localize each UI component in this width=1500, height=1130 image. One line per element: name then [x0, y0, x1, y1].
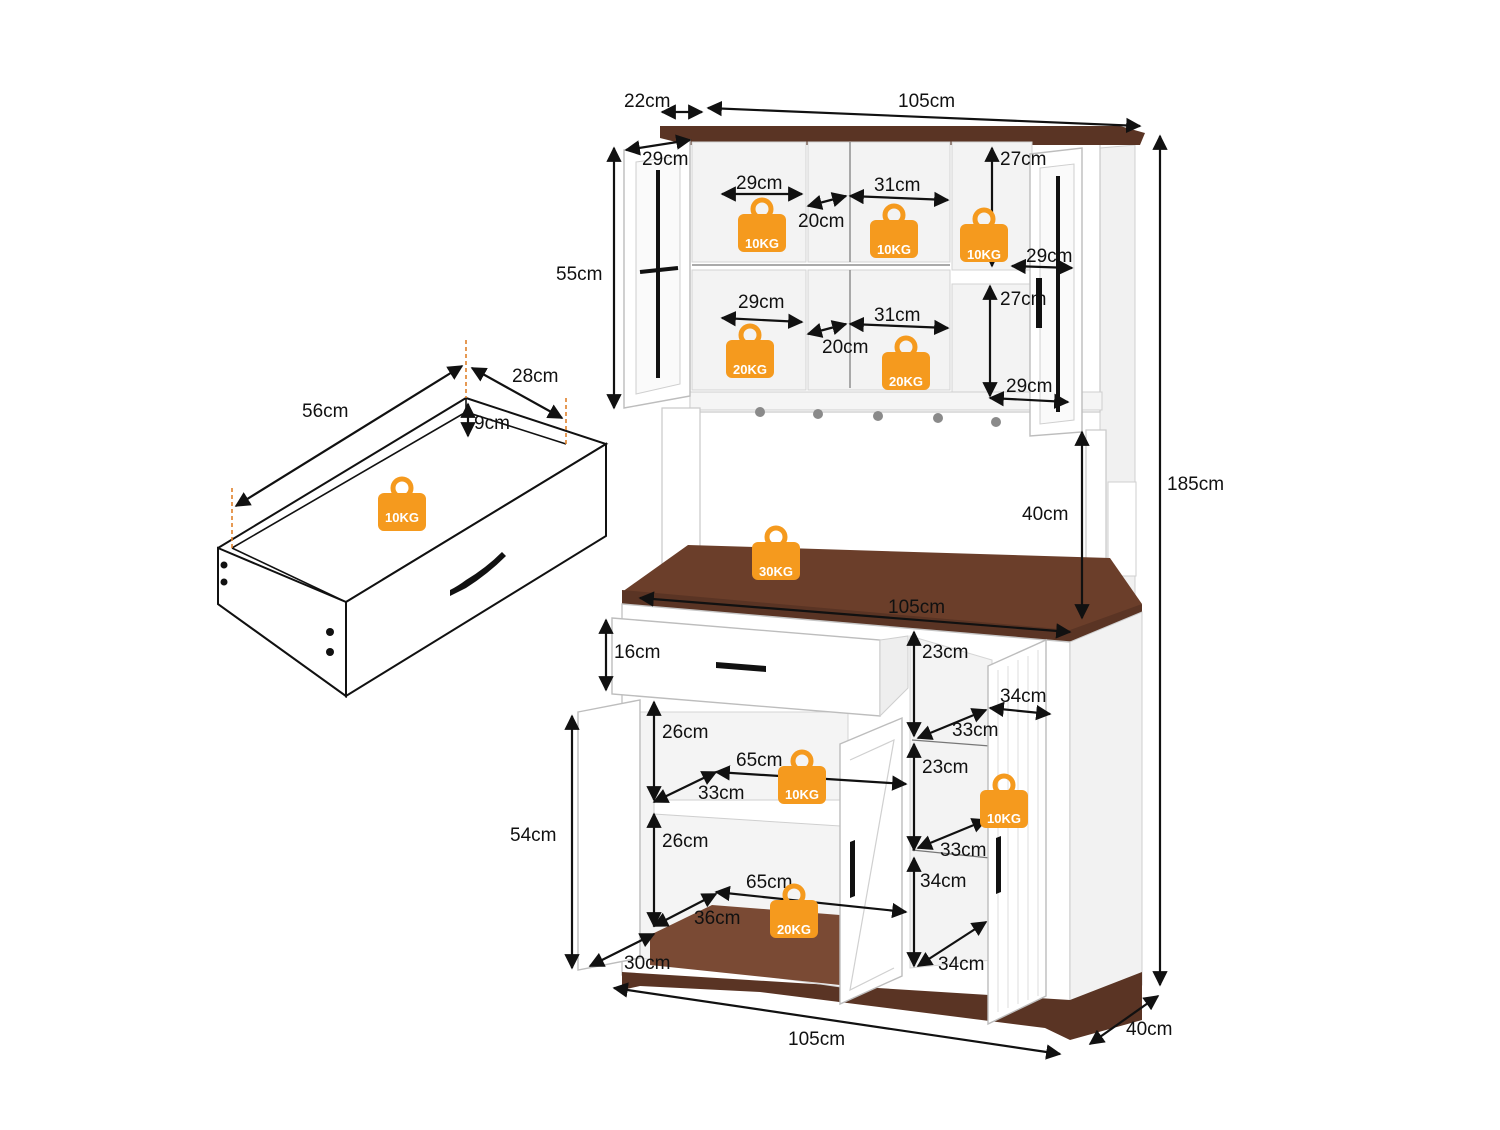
upper-right-height-label: 27cm	[1000, 149, 1046, 170]
upper-mid-width-label: 31cm	[874, 175, 920, 196]
load-upper-left: 10KG	[745, 236, 779, 251]
drawer-length-label: 56cm	[302, 401, 348, 422]
drawer-depth-label: 28cm	[512, 366, 558, 387]
upper-right-depth-label: 29cm	[1026, 246, 1072, 267]
drawer-load-label: 10KG	[385, 510, 419, 525]
load-left-shelf: 10KG	[785, 787, 819, 802]
left-upper-height-label: 26cm	[662, 722, 708, 743]
load-right-shelf: 10KG	[987, 811, 1021, 826]
drawer-handle-icon	[450, 552, 506, 596]
lower-left-width-label: 29cm	[738, 292, 784, 313]
lower-mid-width-label: 31cm	[874, 305, 920, 326]
dimension-annotations: 22cm 105cm 185cm 105cm 40cm 29cm 55cm 29…	[510, 91, 1224, 1060]
right-low-depth-label: 34cm	[938, 954, 984, 975]
clearance-label: 40cm	[1022, 504, 1068, 525]
load-bottom: 20KG	[777, 922, 811, 937]
right-low-height-label: 34cm	[920, 871, 966, 892]
countertop-width-label: 105cm	[888, 597, 945, 618]
right-mid-depth-label: 33cm	[940, 840, 986, 861]
lower-right-height-label: 27cm	[1000, 289, 1046, 310]
right-top-depth-label: 33cm	[952, 720, 998, 741]
drawer-illustration: 56cm 28cm 9cm 10KG	[217, 340, 609, 698]
total-height-label: 185cm	[1167, 474, 1224, 495]
drawer-front-handle-icon	[716, 662, 766, 672]
middle-door-handle-icon	[850, 840, 855, 898]
right-top-height-label: 23cm	[922, 642, 968, 663]
drawer-height-label: 9cm	[474, 413, 510, 434]
upper-mid-depth-label: 20cm	[798, 211, 844, 232]
right-door-width-label: 34cm	[1000, 686, 1046, 707]
load-upper-mid: 10KG	[877, 242, 911, 257]
top-width-label: 105cm	[898, 91, 955, 112]
lower-mid-depth-label: 20cm	[822, 337, 868, 358]
load-countertop: 30KG	[759, 564, 793, 579]
base-left-height-label: 54cm	[510, 825, 556, 846]
upper-left-width-label: 29cm	[736, 173, 782, 194]
hutch-height-label: 55cm	[556, 264, 602, 285]
base-width-label: 105cm	[788, 1029, 845, 1050]
load-lower-mid: 20KG	[889, 374, 923, 389]
weight-badges: 10KG 10KG 10KG 20KG 20KG 30KG 10KG 10KG …	[726, 200, 1028, 938]
hutch-door-depth-label: 29cm	[642, 149, 688, 170]
right-door-handle-icon	[996, 836, 1001, 894]
left-lower-width-label: 65cm	[746, 872, 792, 893]
left-lower-height-label: 26cm	[662, 831, 708, 852]
top-depth-label: 22cm	[624, 91, 670, 112]
base-depth-label: 40cm	[1126, 1019, 1172, 1040]
right-mid-height-label: 23cm	[922, 757, 968, 778]
left-lower-depth-label: 36cm	[694, 908, 740, 929]
left-floor-depth-label: 30cm	[624, 953, 670, 974]
left-upper-depth-label: 33cm	[698, 783, 744, 804]
load-upper-right: 10KG	[967, 247, 1001, 262]
drawer-front-height-label: 16cm	[614, 642, 660, 663]
left-upper-width-label: 65cm	[736, 750, 782, 771]
load-lower-left: 20KG	[733, 362, 767, 377]
lower-right-depth-label: 29cm	[1006, 376, 1052, 397]
hutch-door-handle-icon	[1036, 278, 1042, 328]
